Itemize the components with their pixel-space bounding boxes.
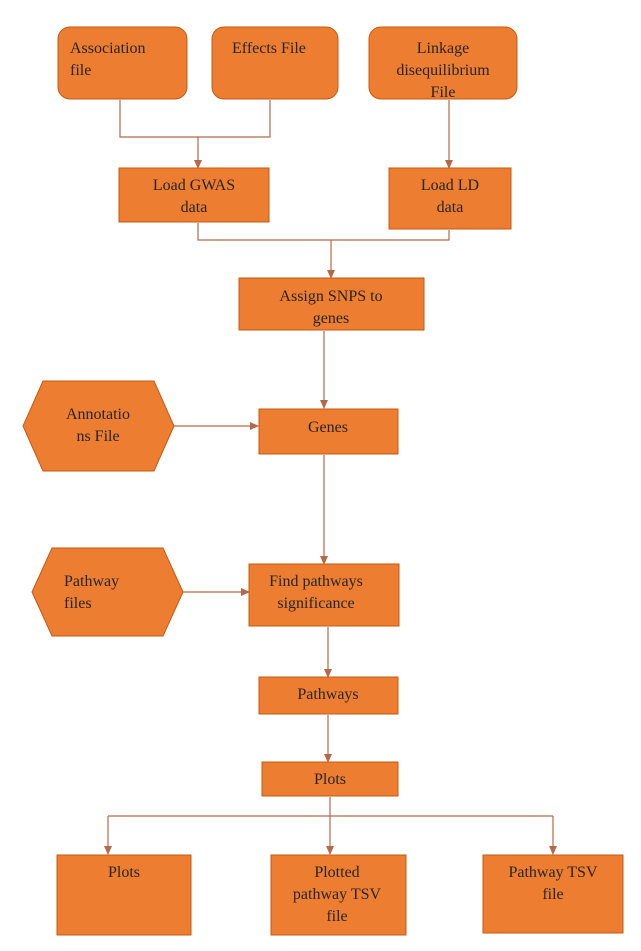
node-label-line: Plots — [314, 771, 346, 788]
node-plotted-tsv: Plotted pathway TSV file — [270, 854, 407, 936]
node-label-line: file — [326, 908, 347, 925]
node-label-line: files — [64, 595, 92, 612]
node-shape — [388, 167, 512, 230]
edge-effects-to-gwas — [194, 100, 271, 169]
node-shape — [482, 854, 624, 934]
node-shape — [261, 761, 399, 797]
node-label-line: Assign SNPS to — [279, 288, 382, 305]
node-label-line: Association — [70, 40, 146, 57]
node-shape — [368, 26, 518, 100]
node-assign-snps: Assign SNPS to genes — [238, 277, 425, 331]
node-plots-out: Plots — [56, 854, 192, 936]
node-label-line: data — [181, 199, 208, 216]
edge-association-to-gwas — [119, 100, 198, 138]
node-pathways: Pathways — [258, 676, 399, 715]
node-shape — [270, 854, 407, 936]
node-plots: Plots — [261, 761, 399, 797]
connectors — [104, 100, 557, 855]
node-shape — [258, 676, 399, 715]
node-label-line: File — [431, 84, 456, 101]
node-label-line: file — [542, 886, 563, 903]
node-load-ld: Load LD data — [388, 167, 512, 230]
node-shape — [238, 277, 425, 331]
edge-ld-to-assign — [331, 230, 450, 241]
node-label-line: Effects File — [232, 40, 306, 57]
node-pathway-files: Pathway files — [31, 547, 184, 637]
node-find-pathways: Find pathways significance — [248, 563, 400, 627]
node-pathway-tsv: Pathway TSV file — [482, 854, 624, 934]
node-genes: Genes — [258, 408, 399, 455]
node-shape — [211, 26, 339, 100]
node-label-line: Annotatio — [66, 406, 130, 423]
node-label-line: data — [437, 199, 464, 216]
node-shape — [56, 854, 192, 936]
node-label-line: Load LD — [421, 177, 479, 194]
node-shape — [22, 380, 175, 472]
node-label-line: Pathway TSV — [508, 864, 597, 881]
node-label-line: Load GWAS — [153, 177, 235, 194]
node-label-line: Plotted — [314, 864, 359, 881]
node-label-line: Plots — [108, 864, 140, 881]
node-association-file: Association file — [57, 26, 188, 100]
node-label-line: pathway TSV — [293, 886, 382, 903]
node-label-line: Genes — [308, 419, 348, 436]
node-shape — [31, 547, 184, 637]
node-label-line: Linkage — [417, 40, 469, 57]
node-shape — [57, 26, 188, 100]
nodes: Association file Effects File Linkage disequ… — [22, 26, 624, 936]
node-label-line: ns File — [76, 428, 119, 445]
node-annotations-file: Annotatio ns File — [22, 380, 175, 472]
node-label-line: disequilibrium — [396, 62, 490, 79]
node-effects-file: Effects File — [211, 26, 339, 100]
node-shape — [248, 563, 400, 627]
node-load-gwas: Load GWAS data — [118, 167, 270, 223]
node-label-line: genes — [313, 310, 349, 327]
node-label-line: Pathway — [64, 573, 119, 590]
node-label-line: Find pathways — [269, 573, 363, 590]
node-label-line: file — [70, 62, 91, 79]
edge-gwas-to-assign — [197, 223, 335, 279]
node-label-line: Pathways — [297, 686, 358, 703]
node-label-line: significance — [277, 595, 354, 612]
node-shape — [118, 167, 270, 223]
node-shape — [258, 408, 399, 455]
